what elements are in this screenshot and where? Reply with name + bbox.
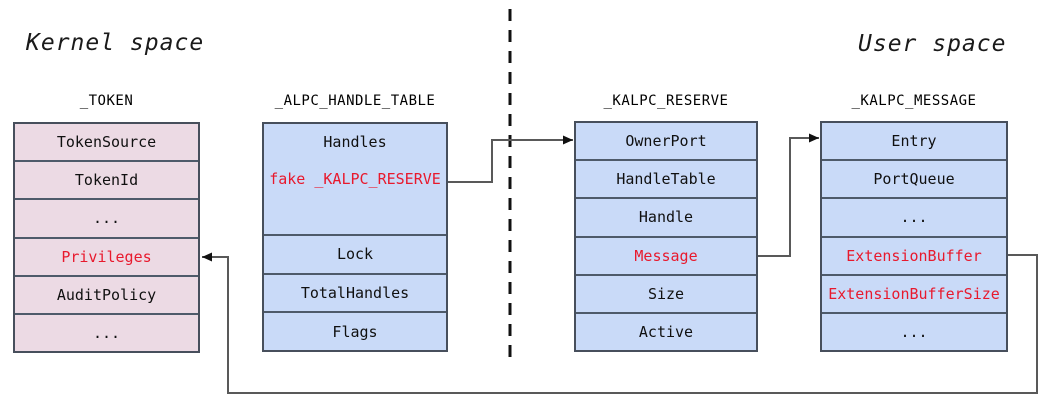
alpc-handle-table-title: _ALPC_HANDLE_TABLE — [274, 93, 436, 109]
table-row — [264, 197, 446, 234]
table-row: Entry — [891, 132, 937, 151]
table-row: Privileges — [15, 236, 198, 275]
kernel-space-label: Kernel space — [26, 30, 205, 56]
table-row: Size — [576, 273, 756, 312]
token-table-title: _TOKEN — [79, 93, 134, 109]
table-row: TokenSource — [56, 133, 157, 152]
table-row: HandleTable — [576, 159, 756, 197]
table-row: PortQueue — [822, 159, 1006, 197]
table-row: Handle — [576, 197, 756, 235]
table-row: Lock — [264, 234, 446, 273]
connector-message-to-entry-arrow — [758, 133, 819, 257]
table-row: fake _KALPC_RESERVE — [269, 170, 441, 188]
user-space-label: User space — [858, 31, 1007, 57]
table-row: AuditPolicy — [15, 274, 198, 313]
table-row: ExtensionBuffer — [822, 235, 1006, 274]
table-row: Handles — [323, 133, 387, 152]
table-row: ... — [822, 197, 1006, 235]
table-row: ... — [15, 198, 198, 236]
table-row: TokenId — [15, 160, 198, 198]
table-row: ExtensionBufferSize — [822, 273, 1006, 312]
table-row: OwnerPort — [625, 132, 707, 151]
table-row: ... — [15, 312, 198, 351]
table-row: Active — [576, 311, 756, 350]
table-row: Flags — [264, 311, 446, 350]
kalpc-message-table-title: _KALPC_MESSAGE — [851, 93, 977, 109]
kalpc-reserve-table-title: _KALPC_RESERVE — [603, 93, 729, 109]
table-row: TotalHandles — [264, 272, 446, 312]
connector-fake-reserve-to-ownerport-arrow — [448, 135, 573, 183]
table-row: ... — [822, 311, 1006, 350]
table-row: Message — [576, 235, 756, 274]
